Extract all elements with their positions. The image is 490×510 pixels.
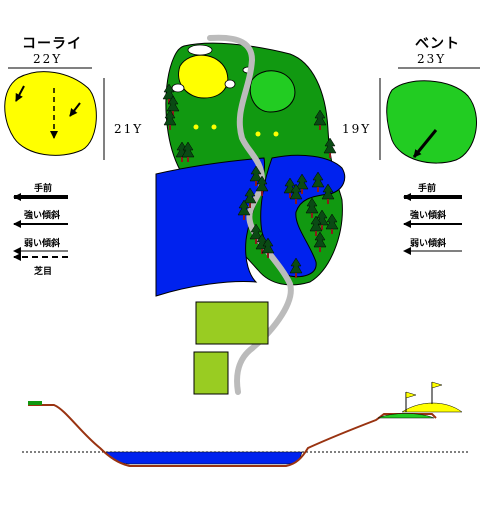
marker-dot-3 (255, 131, 261, 137)
profile-green-korai (401, 402, 463, 413)
right-green-shape (386, 80, 477, 164)
bunker-1 (187, 44, 213, 56)
left-legend (13, 193, 68, 261)
map-green-korai (178, 54, 229, 99)
left-green-shape (4, 71, 97, 156)
right-legend-label-strong: 強い傾斜 (410, 211, 447, 221)
profile-tee (28, 401, 42, 405)
water-hazard-left (155, 157, 266, 297)
left-slope-arrow-2 (69, 102, 81, 117)
map-green-bent (249, 70, 296, 113)
left-green-length: 22Y (33, 52, 63, 66)
elevation-profile (22, 381, 470, 467)
marker-dot-2 (211, 124, 217, 130)
flag-2 (431, 381, 443, 389)
right-green-width: 19Y (342, 122, 372, 136)
bunker-3 (224, 79, 236, 89)
water-hazard-right (260, 154, 346, 278)
profile-green-bent (377, 413, 435, 419)
profile-ground (28, 404, 437, 467)
left-green-width: 21Y (114, 122, 144, 136)
tee-box-back (195, 301, 269, 345)
left-green-group (4, 67, 105, 160)
left-legend-label-weak: 弱い傾斜 (24, 239, 61, 249)
right-slope-arrow (412, 129, 438, 158)
left-legend-label-strong: 強い傾斜 (24, 211, 61, 221)
profile-water (105, 451, 303, 465)
left-legend-label-front: 手前 (34, 184, 53, 194)
right-legend-label-weak: 弱い傾斜 (410, 239, 447, 249)
right-legend-label-front: 手前 (418, 184, 437, 194)
bunker-2 (171, 83, 185, 93)
right-legend (403, 193, 462, 255)
left-green-title: コーライ (22, 36, 82, 52)
left-slope-arrow-1 (15, 85, 25, 102)
tee-box-front (193, 351, 229, 395)
marker-dot-4 (273, 131, 279, 137)
right-green-length: 23Y (417, 52, 447, 66)
marker-dot-1 (193, 124, 199, 130)
right-green-group (379, 67, 480, 164)
hole-map (155, 34, 346, 395)
flag-1 (405, 391, 417, 399)
right-green-title: ベント (415, 36, 460, 52)
left-legend-label-grain: 芝目 (34, 267, 53, 277)
